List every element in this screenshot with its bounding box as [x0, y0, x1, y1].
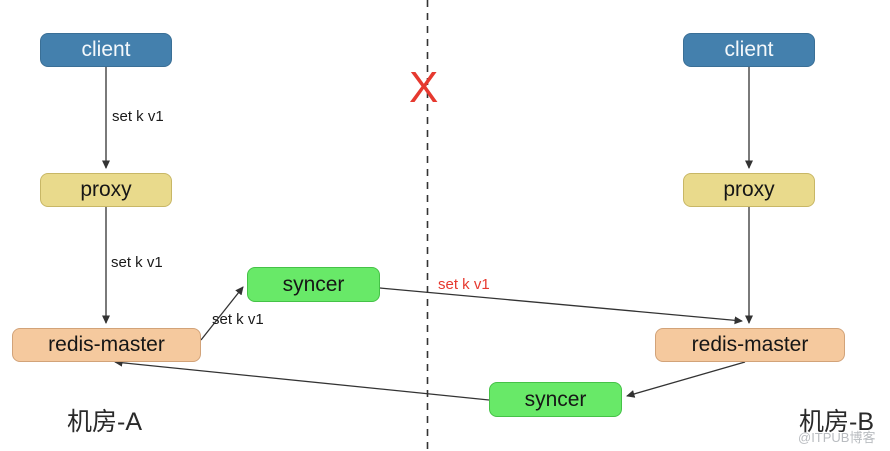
zone-label-a: 机房-A — [67, 408, 143, 436]
node-redis-master-a: redis-master — [12, 328, 201, 362]
watermark-text: @ITPUB博客 — [798, 430, 876, 445]
edge-label-redis-syncer-a: set k v1 — [212, 311, 264, 328]
node-syncer-top: syncer — [247, 267, 380, 302]
edge-label-syncer-redis-b-red: set k v1 — [438, 276, 490, 293]
zone-label-b: 机房-B — [799, 408, 875, 436]
edge-label-proxy-redis-a: set k v1 — [111, 254, 163, 271]
partition-x-marker: X — [409, 63, 439, 112]
node-proxy-a: proxy — [40, 173, 172, 207]
arrow-syncer-bottom-to-redis-a — [114, 358, 490, 401]
node-redis-master-b: redis-master — [655, 328, 845, 362]
arrow-redis-b-to-syncer-bottom — [626, 361, 746, 398]
node-client-a: client — [40, 33, 172, 67]
node-proxy-b: proxy — [683, 173, 815, 207]
arrow-syncer-top-to-redis-b — [379, 287, 743, 325]
edge-label-client-proxy-a: set k v1 — [112, 108, 164, 125]
node-client-b: client — [683, 33, 815, 67]
node-syncer-bottom: syncer — [489, 382, 622, 417]
arrow-redis-a-to-syncer-top — [200, 286, 244, 341]
